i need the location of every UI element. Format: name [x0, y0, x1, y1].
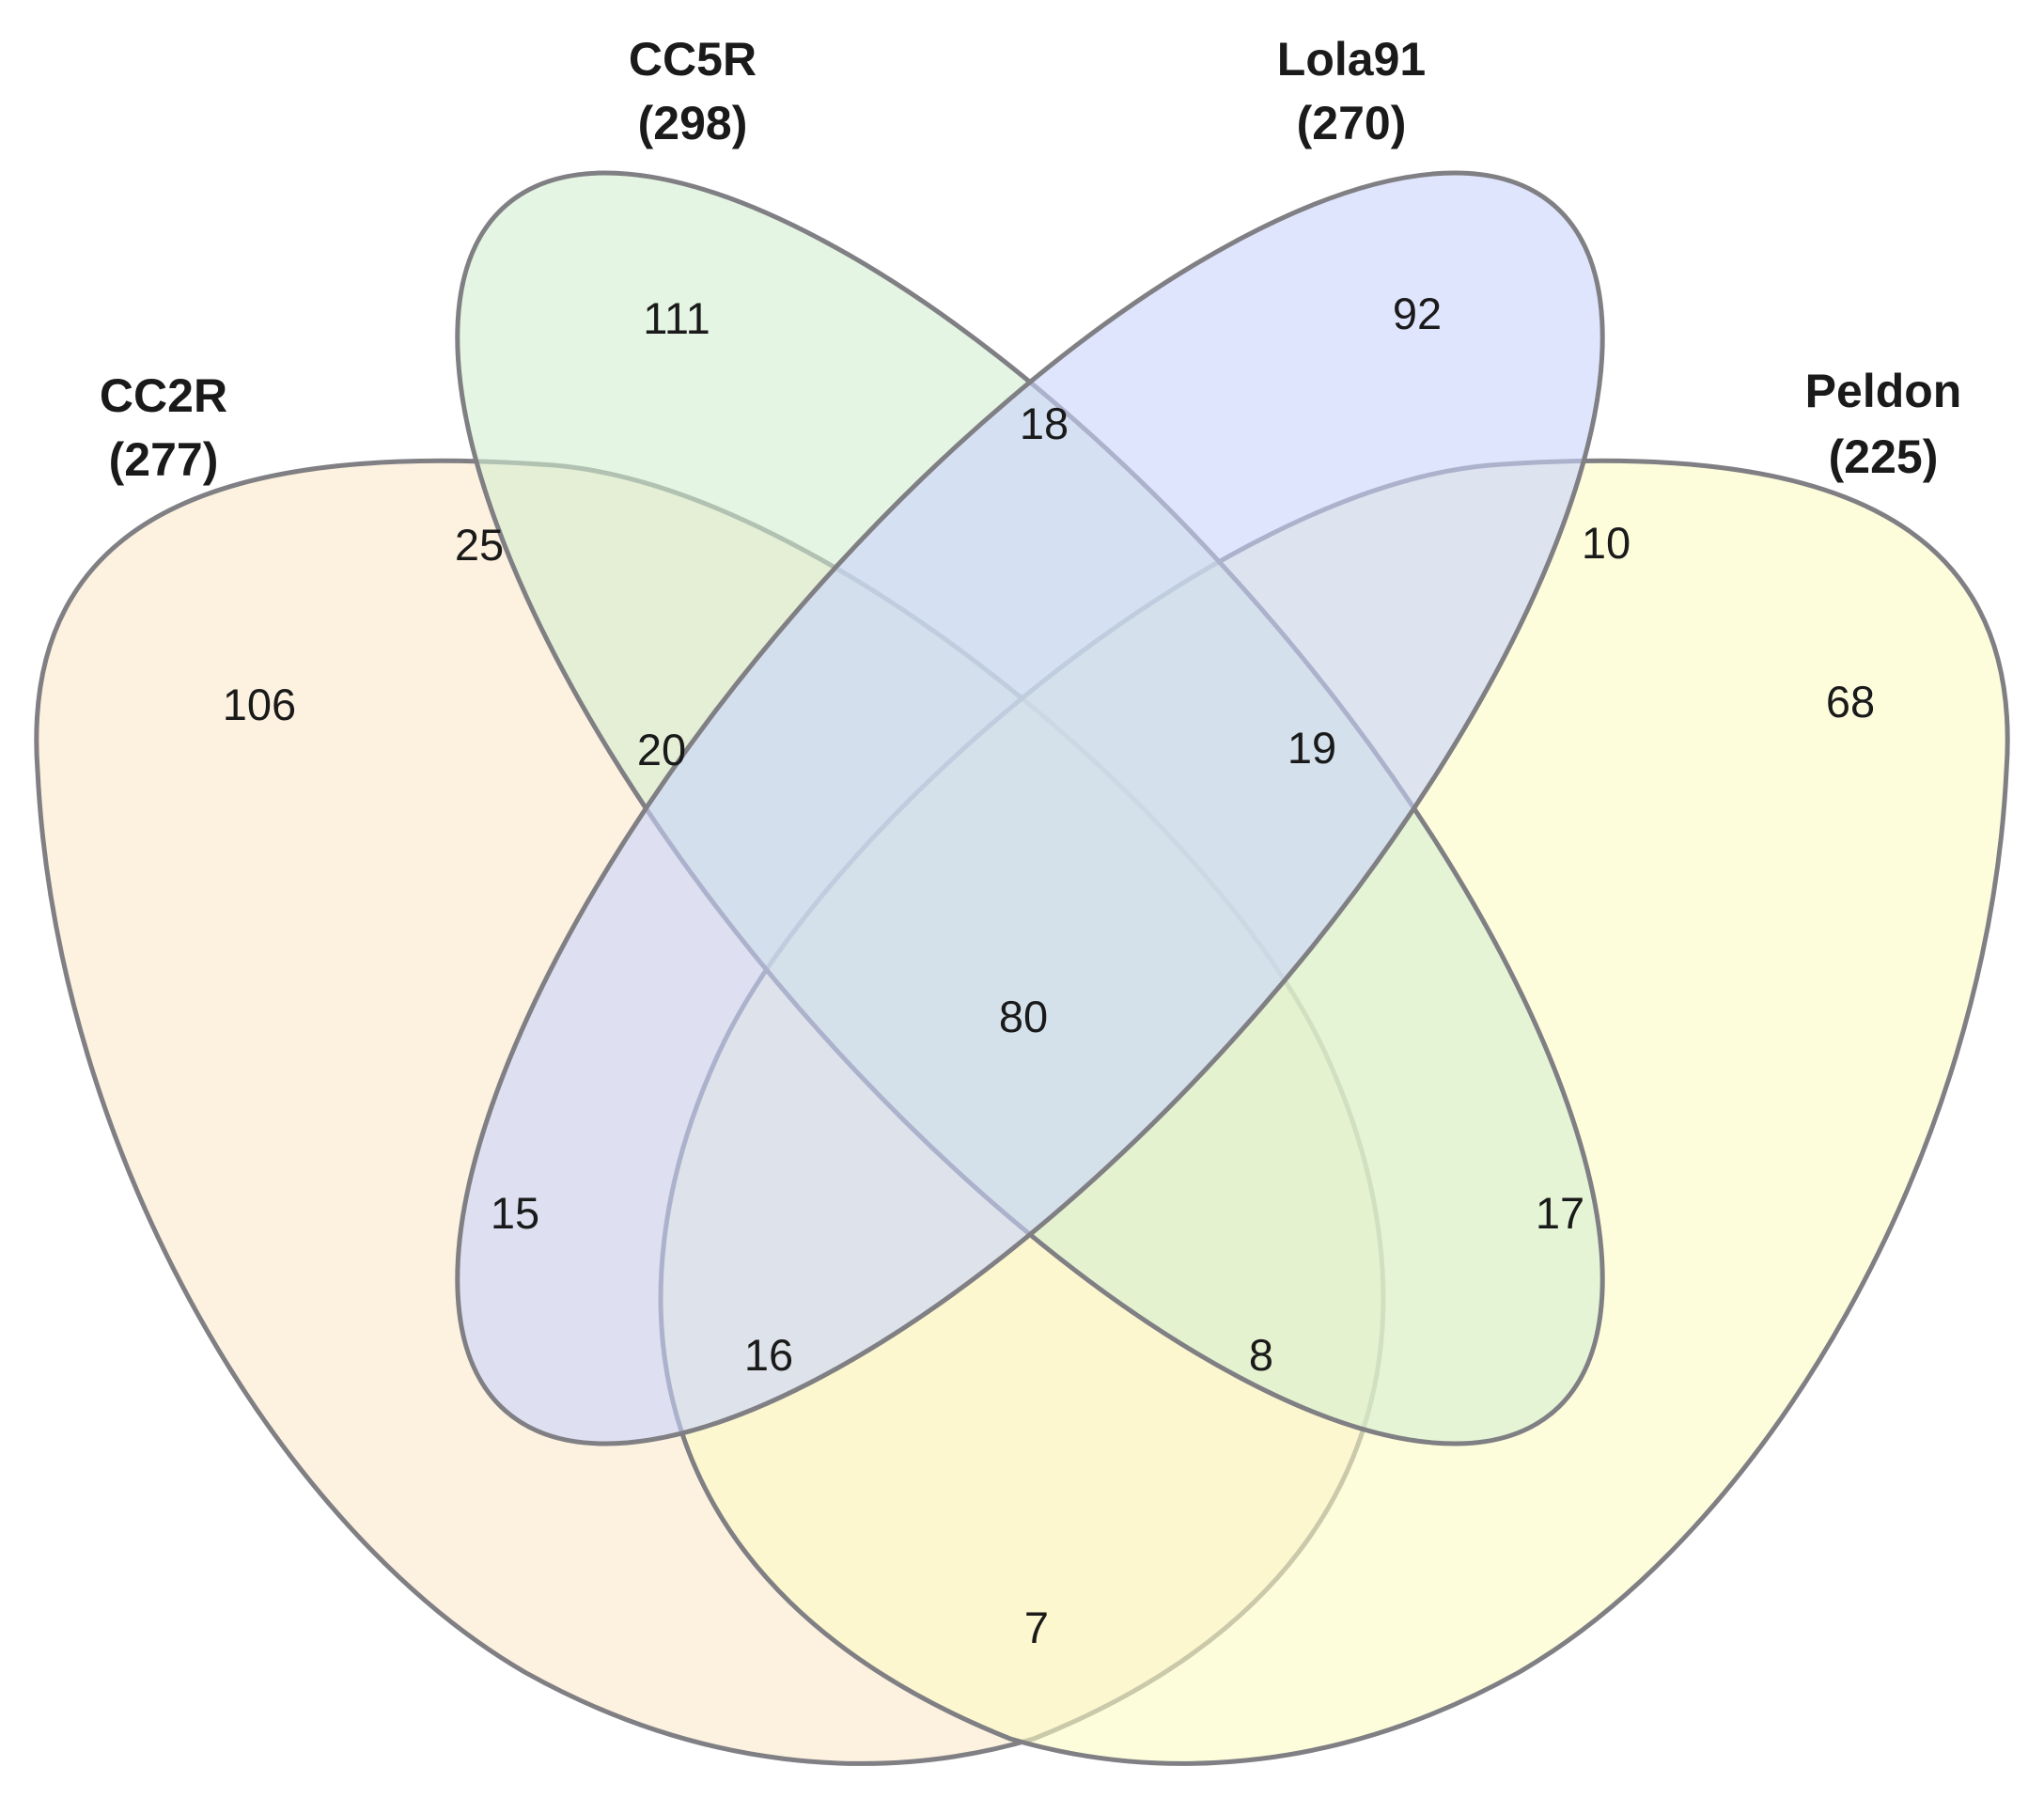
set-label-cc2r-total: (277)	[109, 433, 219, 486]
count-peldon-only: 68	[1826, 677, 1875, 727]
set-label-peldon-total: (225)	[1829, 430, 1939, 483]
set-shapes	[34, 170, 2010, 1766]
count-cc2r-lola91-peldon: 16	[744, 1330, 793, 1380]
count-lola91-peldon: 10	[1582, 518, 1631, 568]
count-cc5r-lola91-peldon: 19	[1287, 723, 1336, 773]
count-cc2r-peldon: 7	[1024, 1603, 1049, 1652]
set-label-peldon-name: Peldon	[1805, 365, 1962, 417]
count-cc2r-cc5r: 25	[455, 520, 504, 570]
set-label-cc5r-name: CC5R	[629, 33, 757, 86]
count-cc5r-lola91: 18	[1020, 399, 1069, 448]
set-label-cc5r-total: (298)	[638, 97, 748, 149]
count-cc2r-lola91: 15	[491, 1188, 539, 1238]
count-all-four: 80	[999, 992, 1048, 1041]
count-cc2r-cc5r-lola91: 20	[637, 725, 686, 774]
count-cc5r-peldon: 17	[1536, 1188, 1584, 1238]
count-lola91-only: 92	[1393, 289, 1442, 338]
set-label-lola91-total: (270)	[1297, 97, 1407, 149]
set-labels: CC5R (298) Lola91 (270) CC2R (277) Peldo…	[100, 33, 1961, 486]
count-cc5r-only: 111	[643, 293, 710, 343]
count-cc2r-only: 106	[223, 680, 296, 729]
count-cc2r-cc5r-peldon: 8	[1249, 1330, 1273, 1380]
set-label-lola91-name: Lola91	[1277, 33, 1426, 86]
region-counts: 111 92 18 25 10 106 68 20 19 80 15 17 16…	[223, 289, 1875, 1652]
set-shape-lola91	[455, 170, 1605, 1446]
set-label-cc2r-name: CC2R	[100, 369, 227, 422]
